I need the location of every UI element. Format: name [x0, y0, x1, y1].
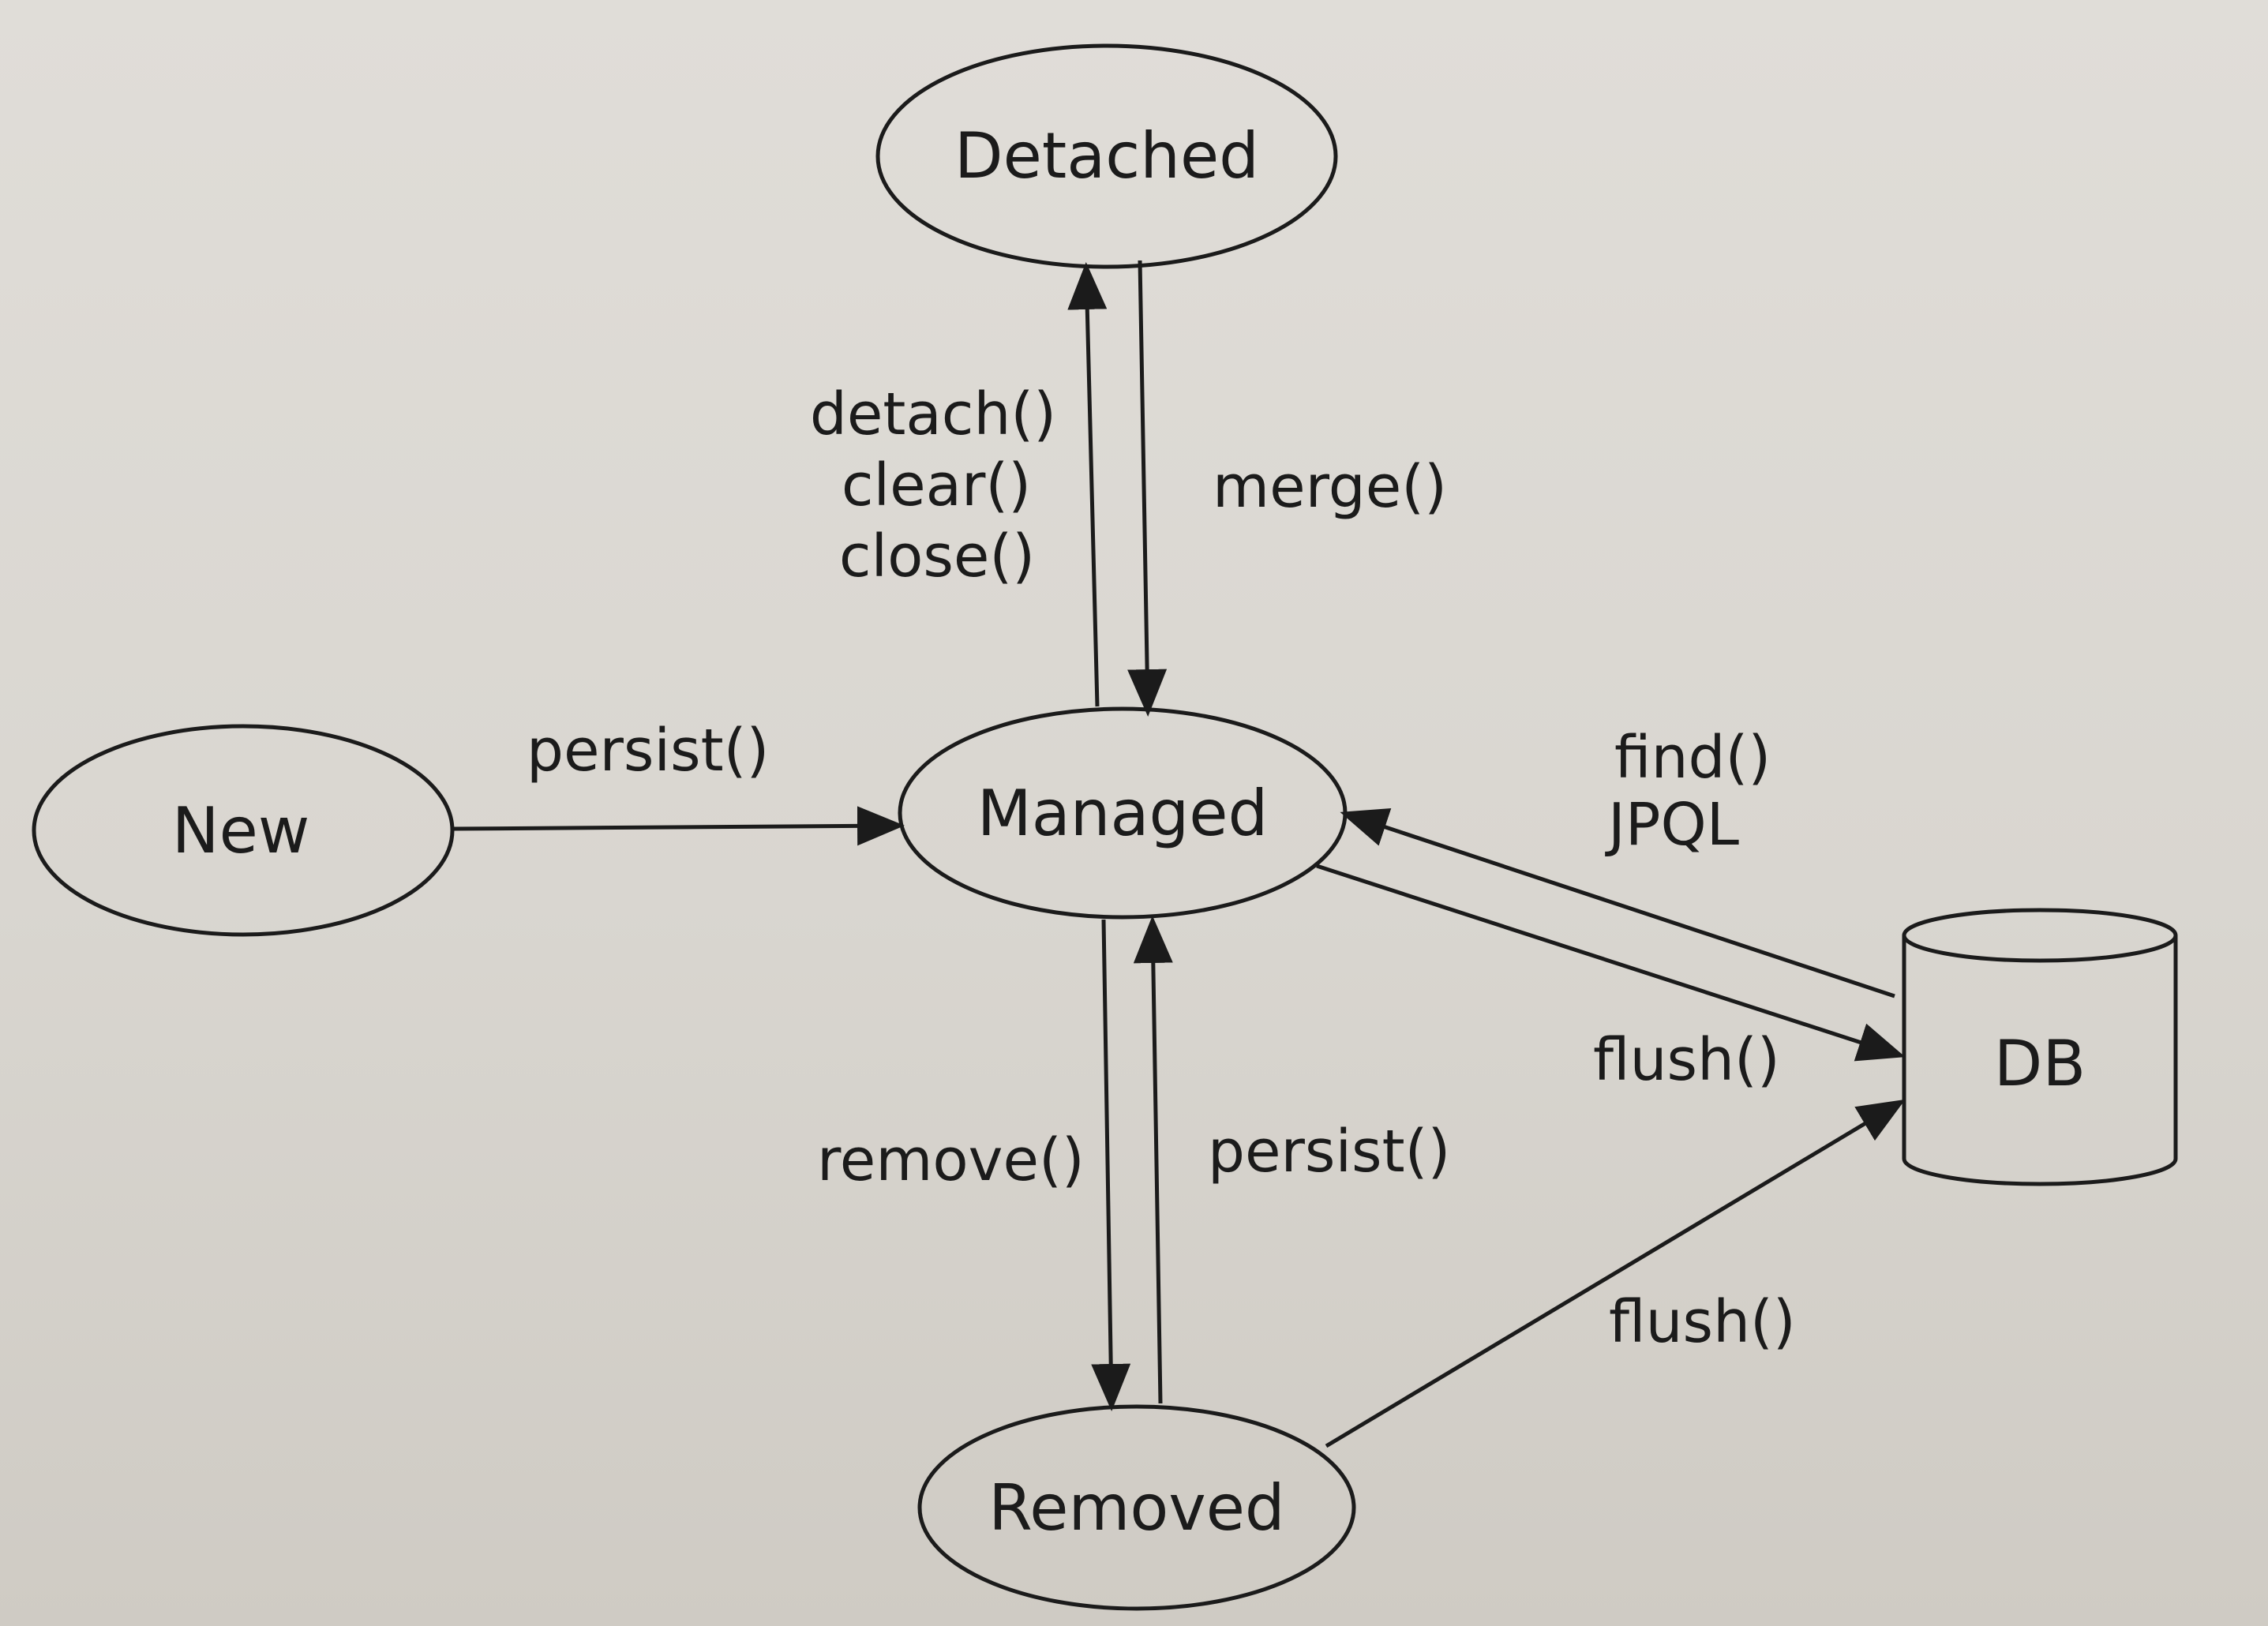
- detach-label: detach(): [810, 380, 1056, 448]
- arrow-managed-to-removed: [1091, 919, 1131, 1411]
- arrow-managed-to-detached: [1067, 262, 1108, 707]
- persist-removed-label: persist(): [1208, 1118, 1450, 1186]
- state-removed: Removed: [917, 1404, 1356, 1611]
- find-jpql-label-group: find() JPQL: [1605, 724, 1771, 859]
- detach-methods-label-group: detach() clear() close(): [810, 380, 1056, 590]
- state-detached-label: Detached: [954, 119, 1259, 193]
- arrow-new-to-managed: [453, 806, 905, 846]
- clear-label: clear(): [842, 451, 1031, 519]
- state-new: New: [32, 724, 455, 937]
- close-label: close(): [839, 523, 1035, 590]
- jpql-label: JPQL: [1605, 791, 1739, 859]
- state-detached: Detached: [875, 43, 1338, 269]
- arrow-managed-to-db: [1316, 864, 1906, 1062]
- arrow-db-to-managed: [1340, 808, 1895, 998]
- flush-removed-label: flush(): [1609, 1288, 1796, 1356]
- state-removed-label: Removed: [988, 1471, 1284, 1545]
- arrow-removed-to-db: [1325, 1099, 1906, 1448]
- state-new-label: New: [172, 794, 310, 867]
- state-managed-label: Managed: [977, 777, 1269, 850]
- db-label: DB: [1994, 1027, 2086, 1100]
- find-label: find(): [1614, 724, 1771, 792]
- merge-label: merge(): [1213, 453, 1447, 521]
- arrow-detached-to-managed: [1127, 260, 1168, 717]
- db-cylinder: DB: [1902, 908, 2178, 1186]
- persist-new-label: persist(): [527, 717, 769, 785]
- arrow-removed-to-managed: [1133, 916, 1173, 1404]
- flush-managed-label: flush(): [1593, 1026, 1780, 1094]
- state-managed: Managed: [898, 706, 1348, 920]
- remove-label: remove(): [817, 1126, 1085, 1194]
